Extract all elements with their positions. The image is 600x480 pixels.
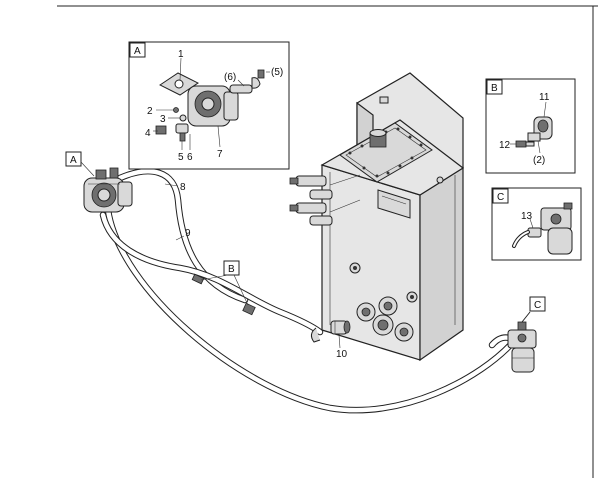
detail-box-b-tag: [486, 79, 503, 95]
svg-text:6: 6: [187, 152, 193, 163]
tank-ports: [349, 262, 418, 342]
callout-c-tag: [529, 296, 546, 312]
return-filter: [507, 311, 537, 373]
svg-text:3: 3: [160, 114, 166, 125]
svg-text:B: B: [228, 264, 235, 275]
svg-text:(2): (2): [533, 155, 545, 166]
svg-text:10: 10: [336, 349, 348, 360]
svg-text:C: C: [534, 300, 541, 311]
svg-text:A: A: [134, 46, 141, 57]
fitting-10: [310, 320, 351, 343]
svg-text:4: 4: [145, 128, 151, 139]
detail-box-c-tag: [492, 188, 509, 204]
detail-box-c: C 13: [491, 187, 582, 261]
svg-text:5: 5: [178, 152, 184, 163]
svg-text:8: 8: [180, 182, 186, 193]
detail-box-a: A 1 2 3 4 5 6 7 (6) (: [128, 41, 290, 170]
main-callouts: A B C 8 9 10: [65, 151, 546, 360]
svg-text:(6): (6): [224, 72, 236, 83]
svg-text:1: 1: [178, 49, 184, 60]
svg-text:C: C: [497, 192, 504, 203]
svg-text:12: 12: [499, 140, 511, 151]
svg-text:11: 11: [539, 92, 550, 103]
callout-b-tag: [223, 260, 240, 276]
callout-a-tag: [65, 151, 82, 167]
tank-side-valves: [289, 174, 361, 226]
hydraulic-hoses: [99, 168, 519, 414]
hose-clamps: [191, 273, 256, 316]
hydraulic-pump: [83, 167, 133, 213]
svg-text:13: 13: [521, 211, 533, 222]
svg-text:2: 2: [147, 106, 153, 117]
detail-box-b: B 11 12 (2): [485, 78, 576, 174]
svg-text:A: A: [70, 155, 77, 166]
detail-box-a-tag: [129, 42, 146, 58]
svg-text:B: B: [491, 83, 498, 94]
svg-text:7: 7: [217, 149, 223, 160]
hydraulic-tank: [289, 72, 465, 362]
svg-text:9: 9: [185, 228, 191, 239]
svg-text:(5): (5): [271, 67, 283, 78]
